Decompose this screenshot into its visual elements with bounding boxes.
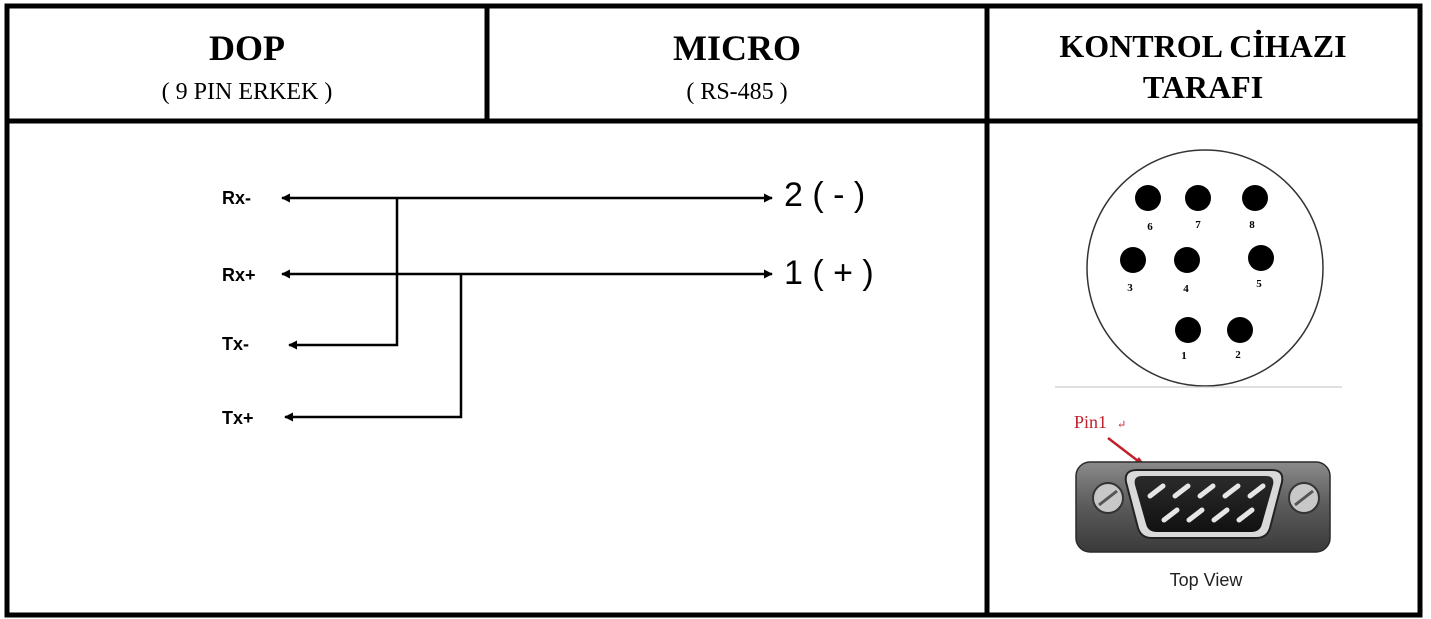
pin-3-dot [1120,247,1146,273]
header-device-line1: KONTROL CİHAZI [1059,28,1346,64]
dsub-pin-row-top [1147,483,1266,499]
dsub-pin-row-bottom [1161,507,1255,523]
dsub-connector [1075,461,1331,553]
signal-rx-minus: Rx- [222,188,251,208]
header-device-line2: TARAFI [1143,69,1263,105]
pin-1-label: 1 [1181,350,1187,362]
pin-4-dot [1174,247,1200,273]
pin-4-label: 4 [1183,283,1189,295]
target-pin1-plus: 1 ( + ) [784,254,874,292]
signal-tx-minus: Tx- [222,334,249,354]
round-connector: 6 7 8 3 4 5 1 2 [1086,149,1324,387]
round-connector-outline [1086,149,1324,387]
table-border [4,3,1423,618]
header-dop-subtitle: ( 9 PIN ERKEK ) [162,79,333,105]
pin1-callout-label: Pin1 [1074,412,1107,432]
wire-tx-plus-bridge [284,274,463,422]
signal-rx-plus: Rx+ [222,265,256,285]
signal-tx-plus: Tx+ [222,408,254,428]
pin-2-label: 2 [1235,349,1241,361]
pin1-callout-arrow [1107,437,1143,465]
dsub-caption: Top View [1170,570,1244,590]
header-micro-title: MICRO [673,28,801,68]
pin-5-label: 5 [1256,278,1262,290]
pin-8-label: 8 [1249,219,1255,231]
pin-6-dot [1135,185,1161,211]
pin-8-dot [1242,185,1268,211]
target-pin2-minus: 2 ( - ) [784,176,865,214]
dsub-socket-face [1134,476,1274,532]
header-dop-title: DOP [209,28,285,68]
pin-7-dot [1185,185,1211,211]
header-micro-subtitle: ( RS-485 ) [686,79,787,105]
pin-6-label: 6 [1147,221,1153,233]
pin1-callout-mark: ↵ [1117,419,1126,431]
pin-2-dot [1227,317,1253,343]
pin-5-dot [1248,245,1274,271]
pin-1-dot [1175,317,1201,343]
pin-3-label: 3 [1127,282,1133,294]
pin-7-label: 7 [1195,219,1201,231]
wire-tx-minus-bridge [288,198,399,350]
